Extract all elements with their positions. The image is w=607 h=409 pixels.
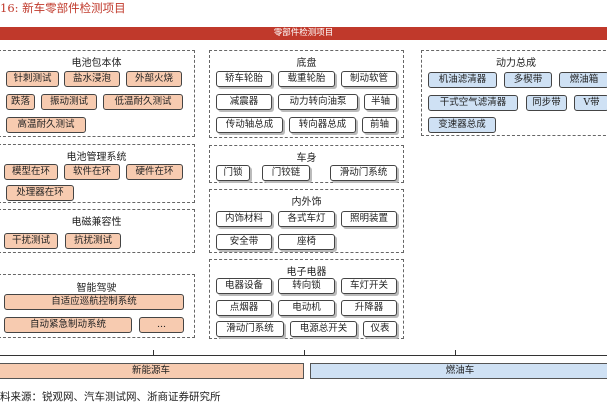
panel-title: 电池包本体 — [71, 58, 122, 69]
connector-tick — [304, 350, 305, 356]
item-sliding-door-system: 滑动门系统 — [216, 321, 284, 337]
item-transmission: 变速器总成 — [428, 117, 496, 133]
ev-bar: 新能源车 — [0, 363, 304, 379]
item-nail-penetration: 针刺测试 — [6, 71, 59, 87]
item-driveshaft: 传动轴总成 — [216, 117, 283, 133]
item-drop: 跌落 — [6, 94, 35, 110]
item-front-axle: 前轴 — [362, 117, 397, 133]
item-vibration: 振动测试 — [41, 94, 97, 110]
panel-chassis: 底盘 轿车轮胎 载重轮胎 制动软管 减震器 动力转向油泵 半轴 传动轴总成 转向… — [209, 50, 404, 138]
header-bar: 零部件检测项目 — [0, 27, 607, 40]
item-brake-hose: 制动软管 — [341, 71, 397, 87]
item-mil: 模型在环 — [4, 164, 58, 180]
panel-electrical: 电子电器 电器设备 转向锁 车灯开关 点烟器 电动机 升降器 滑动门系统 电源总… — [209, 259, 404, 339]
item-poly-v-belt: 多楔带 — [504, 72, 552, 88]
item-sil: 软件在环 — [64, 164, 120, 180]
panel-battery-pack: 电池包本体 针刺测试 盐水浸泡 外部火烧 跌落 振动测试 低温耐久测试 高温耐久… — [0, 50, 195, 137]
panel-interior-exterior: 内外饰 内饰材料 各式车灯 照明装置 安全带 座椅 — [209, 189, 404, 253]
panel-title: 电池管理系统 — [66, 152, 127, 163]
item-vehicle-lights: 各式车灯 — [278, 211, 335, 227]
item-light-switch: 车灯开关 — [341, 278, 397, 294]
connector-tick — [153, 350, 154, 356]
item-external-fire: 外部火烧 — [126, 71, 182, 87]
item-steering-lock: 转向锁 — [278, 278, 335, 294]
item-electrical-equipment: 电器设备 — [216, 278, 272, 294]
panel-title: 底盘 — [296, 58, 317, 69]
item-more: ... — [139, 317, 184, 333]
panel-bms: 电池管理系统 模型在环 软件在环 硬件在环 处理器在环 — [0, 144, 195, 203]
item-instrument: 仪表 — [363, 321, 397, 337]
panel-title: 车身 — [296, 153, 317, 164]
item-shock-absorber: 减震器 — [216, 94, 272, 110]
item-seat: 座椅 — [278, 234, 335, 250]
fuel-bar: 燃油车 — [310, 363, 607, 379]
panel-adas: 智能驾驶 自适应巡航控制系统 自动紧急制动系统 ... — [0, 274, 195, 338]
panel-powertrain: 动力总成 机油滤清器 多楔带 燃油箱 干式空气滤清器 同步带 V带 变速器总成 — [421, 50, 607, 136]
panel-title: 内外饰 — [291, 197, 322, 208]
item-hil: 硬件在环 — [126, 164, 183, 180]
item-pil: 处理器在环 — [6, 185, 74, 201]
connector-line — [0, 355, 607, 356]
item-truck-tire: 载重轮胎 — [278, 71, 335, 87]
panel-title: 电子电器 — [286, 267, 327, 278]
item-high-temp: 高温耐久测试 — [6, 117, 86, 133]
item-dry-air-filter: 干式空气滤清器 — [428, 95, 518, 111]
panel-title: 电磁兼容性 — [71, 217, 122, 228]
item-cigarette-lighter: 点烟器 — [216, 300, 272, 316]
panel-title: 动力总成 — [496, 58, 536, 69]
item-timing-belt: 同步带 — [526, 95, 567, 111]
figure-caption: 16: 新车零部件检测项目 — [0, 1, 126, 15]
panel-body: 车身 门锁 门铰链 滑动门系统 — [209, 145, 404, 183]
item-immunity: 抗扰测试 — [65, 233, 121, 249]
item-v-belt: V带 — [574, 95, 607, 111]
item-sliding-door: 滑动门系统 — [330, 165, 397, 181]
item-car-tire: 轿车轮胎 — [216, 71, 272, 87]
panel-emc: 电磁兼容性 干扰测试 抗扰测试 — [0, 209, 195, 253]
item-steering-gear: 转向器总成 — [289, 117, 356, 133]
item-interference: 干扰测试 — [4, 233, 58, 249]
item-salt-water: 盐水浸泡 — [64, 71, 120, 87]
item-interior-material: 内饰材料 — [216, 211, 272, 227]
item-window-lifter: 升降器 — [341, 300, 397, 316]
item-power-steering-pump: 动力转向油泵 — [278, 94, 358, 110]
item-half-shaft: 半轴 — [364, 94, 397, 110]
item-aeb: 自动紧急制动系统 — [4, 317, 132, 333]
item-low-temp: 低温耐久测试 — [103, 94, 183, 110]
item-electric-motor: 电动机 — [278, 300, 335, 316]
source-note: 料来源：锐观网、汽车测试网、浙商证券研究所 — [0, 391, 221, 403]
item-seat-belt: 安全带 — [216, 234, 272, 250]
item-master-switch: 电源总开关 — [290, 321, 357, 337]
item-oil-filter: 机油滤清器 — [428, 72, 497, 88]
item-lighting-device: 照明装置 — [341, 211, 397, 227]
connector-tick — [455, 350, 456, 356]
item-door-lock: 门锁 — [216, 165, 250, 181]
item-door-hinge: 门铰链 — [262, 165, 310, 181]
panel-title: 智能驾驶 — [76, 283, 117, 294]
item-fuel-tank: 燃油箱 — [559, 72, 607, 88]
item-acc: 自适应巡航控制系统 — [4, 294, 184, 310]
